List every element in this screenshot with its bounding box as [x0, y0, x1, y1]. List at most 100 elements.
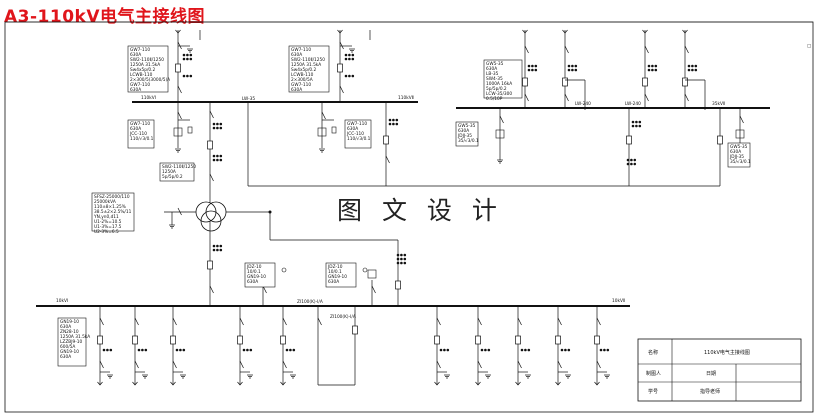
- lv-feeder-line-5: LZZBJ9-10: [60, 339, 83, 345]
- mv-tx-ct2-ring-1-1: [630, 162, 633, 166]
- mv-tx-ct-ring-0-0: [631, 120, 635, 124]
- transformer-line-7: U1-3%=17.5: [94, 224, 122, 230]
- tx-lv-breaker: [207, 260, 213, 270]
- lv-feeder-10-arrow: [594, 381, 600, 386]
- lv-feeder-6-ct-ring-0-1: [443, 348, 446, 352]
- mv-bay-line-5: 1000A 16kA: [486, 81, 512, 87]
- lv-pt-2-pt: [367, 269, 377, 279]
- lv-feeder-2-breaker: [132, 335, 138, 345]
- lv-feeder-9-ct-ring-0-2: [567, 348, 571, 352]
- lv-feeder-1-arrow: [97, 381, 103, 386]
- hv-bay1-line-4: 1250A 31.5kA: [130, 62, 160, 68]
- lv-feeder-8-ct-ring-0-1: [524, 348, 527, 352]
- lv-tie-ct-ring-0-2: [403, 253, 407, 257]
- hv-bay-1-ct-ring-1-2: [189, 57, 193, 61]
- transformer-line-4: 38.5±2×2.5%/11: [94, 209, 132, 215]
- mv-feeder-3-disconnector-bottom: [644, 93, 649, 102]
- hv-bay2-line-6: LCWB-110: [291, 72, 314, 78]
- lv-feeder-10-disconnector-top: [596, 317, 601, 326]
- lv-feeder-1-breaker: [97, 335, 103, 345]
- lv-tie-ct-ring-2-1: [400, 261, 403, 265]
- tx-hv-ct-1-ring-0-0: [212, 122, 216, 126]
- lv-feeder-3-breaker: [170, 335, 176, 345]
- hv-bay-2-ct-ring-0-2: [351, 53, 355, 57]
- lv-tie-ct-ring-1-0: [396, 257, 400, 261]
- mv-feeder-3-ct-ring-1-1: [651, 68, 654, 72]
- lv-feeder-10-ct-ring-0-1: [603, 348, 606, 352]
- mv-feeder-2-ct-ring-0-0: [567, 64, 571, 68]
- pt2-bay-disconnector: [321, 111, 326, 120]
- lv-feeder-8-breaker: [515, 335, 521, 345]
- tx-hv-disconnector-1: [209, 110, 214, 119]
- hv-bay2-line-2: 630A: [291, 52, 302, 58]
- ct-main-line-1: SW2-110Ⅱ/1250: [162, 164, 196, 170]
- lv-feeder-5-ct-ring-0-1: [289, 348, 292, 352]
- bus-35kv-pt-label: LW-240: [625, 101, 641, 107]
- lv-cabinet1-line-4: 630A: [247, 279, 258, 285]
- tx-hv-breaker: [207, 140, 213, 150]
- lv-feeder-5-ct-ring-0-0: [285, 348, 289, 352]
- hv-bay-2-arrow: [337, 29, 343, 34]
- mv-feeder-1-disconnector-bottom: [524, 93, 529, 102]
- lv-feeder-5-disconnector-bottom: [282, 360, 287, 369]
- lv-feeder-3-ct-ring-0-1: [179, 348, 182, 352]
- tx-hv-ct-1-ring-1-0: [212, 126, 216, 130]
- mv-feeder-4-breaker: [682, 77, 688, 87]
- mv-bay-line-6: 5p/5p/0.2: [486, 86, 507, 92]
- tx-lv-ct-ring-1-1: [216, 248, 219, 252]
- mv-feeder-2-ct-ring-1-0: [567, 68, 571, 72]
- pt1-bay-arrester: [187, 126, 193, 134]
- mv-feeder-3-ct-ring-0-1: [651, 64, 654, 68]
- mv-bay-line-7: LCW-35/300: [486, 91, 512, 97]
- lv-feeder-9-arrow: [555, 381, 561, 386]
- tx-hv-ct-1-ring-0-2: [219, 122, 223, 126]
- tx-neutral-disconnector: [177, 207, 182, 216]
- transformer-line-6: U1-2%=10.5: [94, 219, 122, 225]
- mv-feeder-4-ct-ring-0-0: [687, 64, 691, 68]
- lv-feeder-2-arrow: [132, 381, 138, 386]
- lv-feeder-7-ct-ring-0-2: [487, 348, 491, 352]
- hv-bay-1-disconnector-top: [177, 41, 182, 50]
- lv-feeder-10-breaker: [594, 335, 600, 345]
- lv-feeder-3-ct-ring-0-0: [175, 348, 179, 352]
- mv-feeder-3-ct-ring-0-0: [647, 64, 651, 68]
- generated-elements: [97, 29, 745, 386]
- lv-feeder-line-6: 600/5A: [60, 344, 75, 350]
- mv-feeder-1-ct-ring-1-1: [531, 68, 534, 72]
- lv-tie-breaker: [395, 280, 401, 290]
- lv-feeder-1-disconnector-top: [99, 317, 104, 326]
- lv-cabinet1-line-3: GN19-10: [247, 274, 266, 280]
- pt1-line-3: JCC-110: [129, 131, 147, 137]
- hv-bay1-line-7: 2×300/5(3000/5)A: [130, 77, 170, 83]
- mv-tx-ct-ring-1-1: [635, 124, 638, 128]
- hv-bay-1-ct2-ring-0-2: [189, 74, 193, 78]
- lv-feeder-3-arrow: [170, 381, 176, 386]
- hv-bay-2-ct-ring-1-0: [344, 57, 348, 61]
- pt1-line-1: GW7-110: [130, 121, 150, 127]
- hv-bay-2-ct-ring-1-1: [348, 57, 351, 61]
- tx-lv-ct-ring-0-2: [219, 244, 223, 248]
- lv-feeder-1-ct-ring-0-2: [109, 348, 113, 352]
- pt2-bay-arrester: [331, 126, 337, 134]
- lv-feeder-4-ct-ring-0-1: [246, 348, 249, 352]
- hv-bay1-line-9: 630A: [130, 87, 141, 93]
- hv-bay2-line-9: 630A: [291, 87, 302, 93]
- pt2-bay-pt: [317, 127, 327, 137]
- lv-cabinet2-line-1: JDZ-10: [327, 264, 343, 270]
- mv-feeder-2-disconnector-top: [564, 45, 569, 54]
- mv-feeder-3-disconnector-top: [644, 45, 649, 54]
- mv-feeder-2-breaker: [562, 77, 568, 87]
- hv-bay-2-disconnector-top: [339, 41, 344, 50]
- lv-feeder-10-ct-ring-0-2: [606, 348, 610, 352]
- hv-bay-1-ct-ring-0-0: [182, 53, 186, 57]
- lv-feeder-9-ct-ring-0-1: [564, 348, 567, 352]
- mv-pt2-line-4: 35/√3/0.1: [730, 159, 751, 165]
- mv-feeder-4-ct-ring-1-1: [691, 68, 694, 72]
- title-block-name-value: 110kV电气主接线图: [704, 349, 750, 356]
- lv-feeder-6-disconnector-top: [436, 317, 441, 326]
